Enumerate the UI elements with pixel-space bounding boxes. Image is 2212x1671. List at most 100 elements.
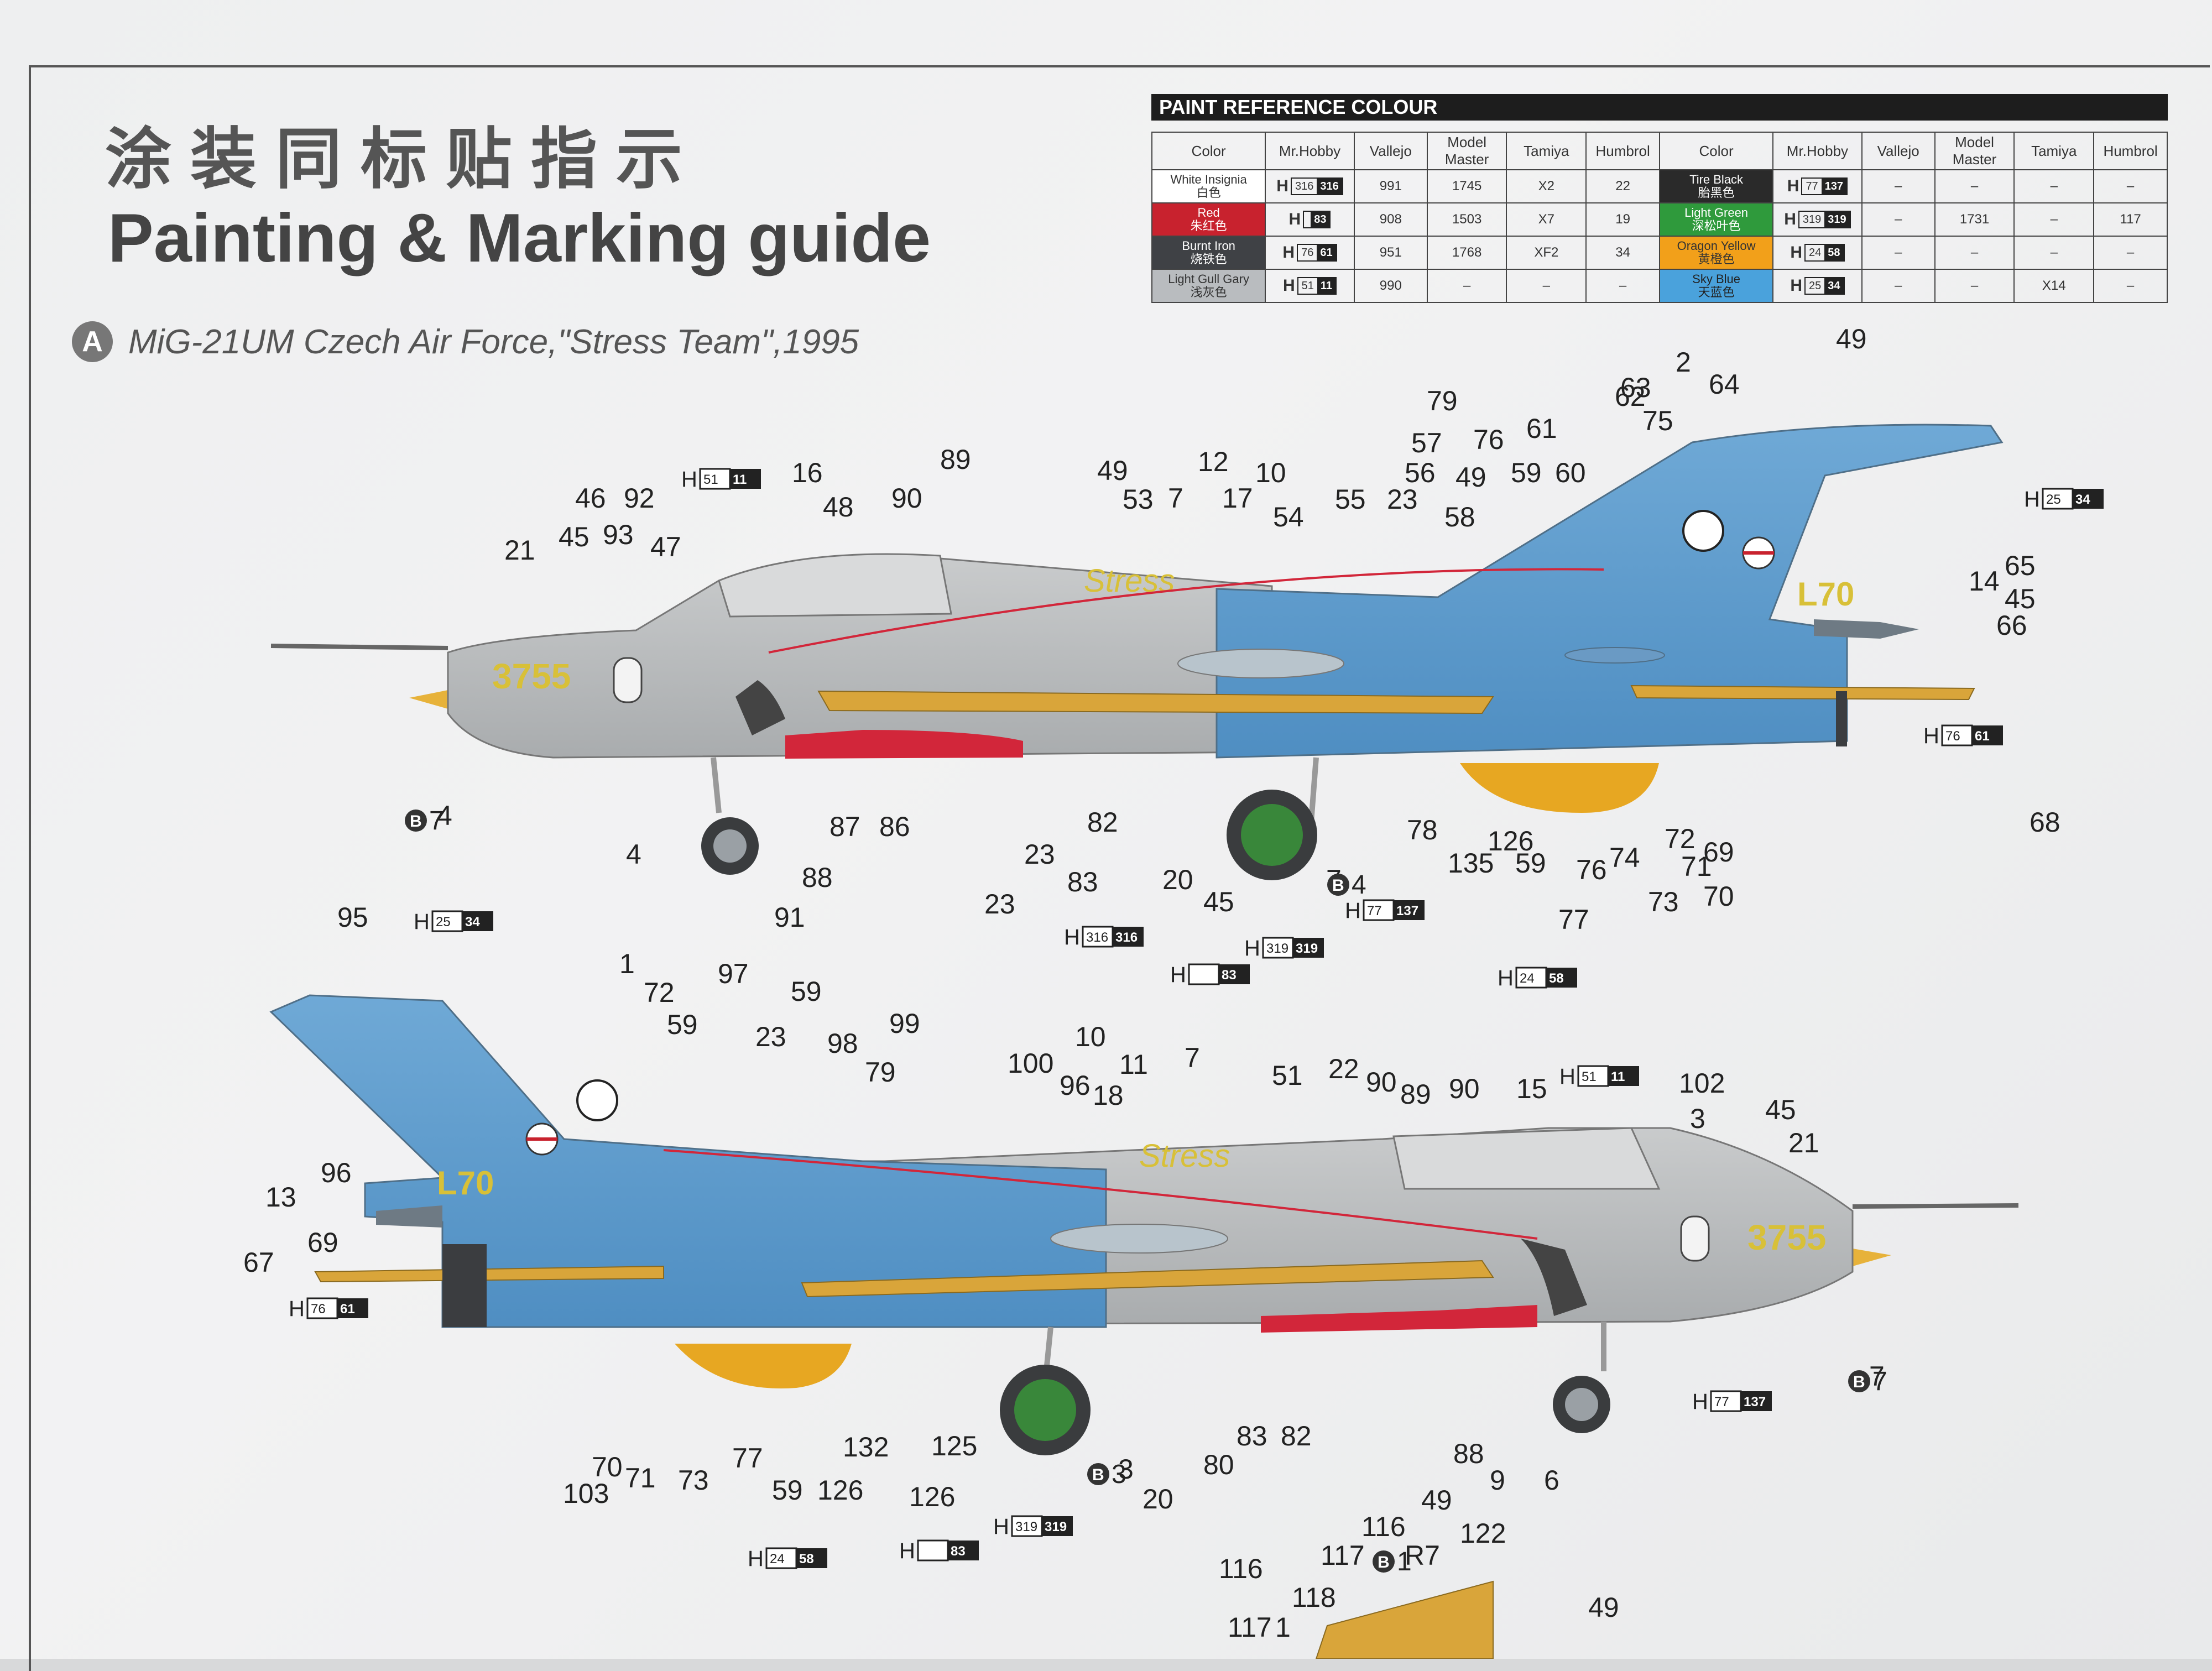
tamiya-code: X7 [1506,202,1587,237]
model-master-code: – [1934,269,2015,303]
callout-number: 76 [1576,854,1607,885]
tail-code-top: L70 [1797,576,1854,613]
callout-number: 49 [1097,455,1128,486]
callout-number: 74 [1609,842,1640,873]
paint-callout-code-b: 11 [733,472,747,487]
paint-callout-code-a: 76 [311,1302,326,1317]
vallejo-code: 991 [1353,169,1428,203]
callout-number: 59 [791,976,822,1007]
callout-number: 62 [1615,381,1646,412]
tamiya-code: X2 [1506,169,1587,203]
callout-number: 73 [678,1465,709,1496]
tail-code-bottom: L70 [437,1165,494,1202]
callout-number: 55 [1335,484,1366,515]
aircraft-profile-left: 3755 Stress L70 [270,424,2004,880]
vallejo-code: 990 [1353,269,1428,303]
paint-callout-h: H [1244,936,1260,960]
decal-ref-letter: B [410,812,422,831]
callout-number: 59 [1511,457,1542,488]
vallejo-code: – [1861,269,1936,303]
callout-number: 89 [940,444,971,475]
callout-number: 23 [984,889,1015,920]
callout-number: 92 [624,483,655,514]
col-vallejo: Vallejo [1353,132,1428,170]
paint-callout-code-a: 319 [1015,1519,1037,1534]
model-master-code: 1731 [1934,202,2015,237]
decal-ref-number: 7 [429,806,444,836]
paint-callout-h: H [1559,1064,1575,1089]
callout-number: 88 [802,862,833,893]
paint-callout-code-a: 25 [436,915,451,930]
callout-number: 69 [307,1227,338,1258]
scheme-badge: A [72,321,113,362]
paint-callout-code-b: 319 [1296,941,1318,956]
callout-number: 75 [1642,405,1673,436]
callout-number: 48 [823,492,854,523]
page-frame [29,65,2210,1671]
callout-number: 23 [755,1021,786,1052]
callout-number: 97 [718,958,749,989]
callout-number: 82 [1281,1421,1312,1451]
callout-number: 45 [1203,886,1234,917]
callout-number: 61 [1526,413,1557,444]
paint-callout-h: H [1170,963,1186,987]
callout-number: 96 [321,1157,352,1188]
callout-number: 7 [1869,1361,1885,1392]
mascot-icon [1682,510,1724,552]
callout-number: 49 [1421,1485,1452,1516]
callout-number: 96 [1060,1070,1091,1101]
callout-number: 72 [1665,823,1695,854]
paint-callout-code-a: 76 [1945,729,1960,744]
callout-number: 47 [650,531,681,562]
decal-ref-letter: B [1092,1466,1104,1484]
paint-callout-h: H [1498,966,1514,990]
paint-callout-code-a: 51 [1582,1069,1597,1084]
col-color: Color [1151,132,1266,170]
callout-number: 21 [504,535,535,566]
callout-number: 126 [1488,826,1533,857]
callout-number: 122 [1460,1518,1506,1549]
decal-ref-letter: B [1378,1553,1390,1571]
callout-number: 12 [1198,446,1229,477]
callout-number: 71 [1681,851,1712,882]
callout-number: 102 [1679,1068,1725,1099]
decal-ref-number: 1 [1397,1547,1412,1576]
callout-number: 76 [1473,424,1504,455]
callout-number: 66 [1996,610,2027,641]
decal-ref-letter: B [1332,876,1344,895]
paint-callout-code-b: 137 [1396,904,1418,918]
callout-number: 67 [243,1247,274,1278]
callout-number: 23 [1024,839,1055,870]
col-color: Color [1658,132,1774,170]
paint-callout-code-a: 316 [1086,930,1108,945]
col-mrhobby: Mr.Hobby [1265,132,1355,170]
callout-number: 90 [1449,1073,1480,1104]
tamiya-code: – [2013,236,2095,270]
callout-number: 68 [2030,807,2060,838]
humbrol-code: 19 [1585,202,1660,237]
paint-callout-code-b: 58 [1549,971,1564,986]
callout-number: 65 [2005,550,2036,581]
paint-callout-h: H [681,467,697,492]
